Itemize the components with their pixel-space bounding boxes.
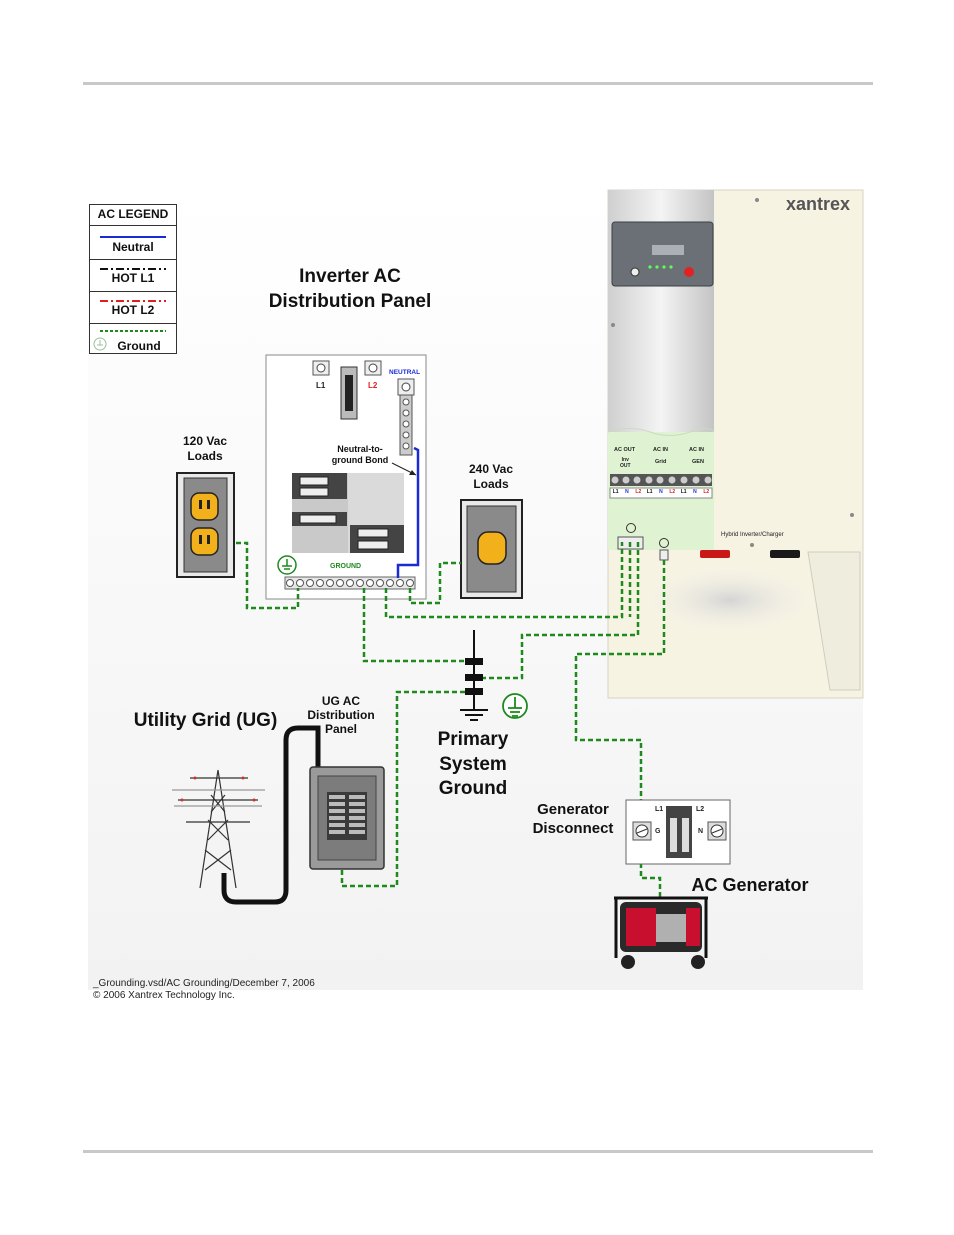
- loads-240-label: 240 Vac Loads: [468, 462, 514, 491]
- product-label: Hybrid Inverter/Charger: [721, 532, 784, 538]
- utility-tower-icon: [172, 769, 265, 889]
- gen-label: GEN: [692, 459, 704, 465]
- utility-cable: [221, 725, 321, 905]
- disconnect-l1-label: L1: [655, 806, 664, 813]
- ac-in-grid-label: AC IN: [653, 447, 668, 453]
- legend-item-hot-l1: HOT L1: [90, 259, 176, 292]
- loads-120-label: 120 Vac Loads: [182, 434, 228, 463]
- disconnect-n-label: N: [698, 828, 704, 835]
- ug-panel-label: UG AC Distribution Panel: [307, 694, 375, 736]
- legend-item-neutral: Neutral: [90, 225, 176, 260]
- primary-ground-label: Primary System Ground: [437, 729, 509, 799]
- bottom-rule: [83, 1150, 873, 1153]
- ac-legend: AC LEGEND Neutral HOT L1 HOT L2 Ground: [89, 204, 177, 354]
- legend-title: AC LEGEND: [97, 207, 169, 221]
- ground-icon: [93, 337, 107, 351]
- footer-copyright: © 2006 Xantrex Technology Inc.: [93, 990, 235, 1001]
- generator-disconnect-label: Generator Disconnect: [532, 801, 614, 837]
- panel-neutral-label: NEUTRAL: [389, 369, 421, 376]
- ac-in-gen-label: AC IN: [689, 447, 704, 453]
- disconnect-l2-label: L2: [696, 806, 705, 813]
- inverter-panel-title: Inverter AC Distribution Panel: [268, 266, 432, 312]
- ac-out-label: AC OUT: [614, 447, 636, 453]
- panel-ground-label: GROUND: [330, 563, 362, 570]
- neutral-bond-label: Neutral-to- ground Bond: [331, 444, 389, 465]
- top-rule: [83, 82, 873, 85]
- disconnect-g-label: G: [655, 828, 661, 835]
- brand-logo: xantrex: [785, 194, 851, 214]
- dc-terminal-positive: [700, 550, 730, 558]
- inv-out-label: Inv OUT: [620, 457, 631, 469]
- neutral-wire: [396, 446, 420, 578]
- legend-item-ground: Ground: [90, 323, 176, 354]
- panel-l2-label: L2: [368, 381, 378, 390]
- panel-l1-label: L1: [316, 381, 326, 390]
- ac-generator-icon: [614, 896, 708, 969]
- utility-grid-label: Utility Grid (UG): [133, 710, 278, 731]
- lcd-display: [652, 245, 684, 255]
- ac-generator-label: AC Generator: [691, 875, 809, 895]
- terminal-strip-labels: L1 N L2 L1 N L2 L1 N L2: [612, 489, 710, 495]
- grid-label: Grid: [655, 459, 667, 465]
- footer-file-info: _Grounding.vsd/AC Grounding/December 7, …: [93, 978, 315, 989]
- dc-terminal-negative: [770, 550, 800, 558]
- legend-item-hot-l2: HOT L2: [90, 291, 176, 324]
- ground-wires: [236, 541, 666, 900]
- floor-shadow: [640, 565, 820, 635]
- power-button: [684, 267, 694, 277]
